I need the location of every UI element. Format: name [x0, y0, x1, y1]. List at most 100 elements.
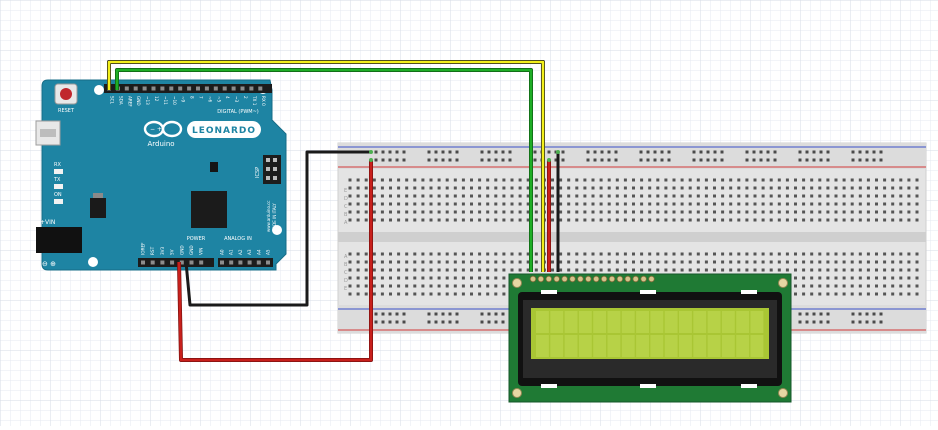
lcd-pin[interactable] [616, 275, 624, 283]
digital-pin[interactable] [133, 86, 138, 91]
lcd-pin[interactable] [648, 275, 655, 283]
rail-hole [706, 158, 710, 162]
breadboard-hole [704, 252, 708, 256]
breadboard-hole [502, 210, 506, 214]
breadboard-hole [858, 284, 862, 288]
breadboard-hole [680, 178, 684, 182]
breadboard-hole [494, 178, 498, 182]
breadboard-hole [429, 218, 433, 222]
breadboard-hole [510, 202, 514, 206]
breadboard-hole [753, 260, 757, 264]
breadboard-hole [405, 186, 409, 190]
lcd-pin[interactable] [624, 275, 631, 283]
rail-hole [374, 320, 378, 324]
breadboard-hole [599, 194, 603, 198]
digital-pin[interactable] [231, 86, 236, 91]
power-pin[interactable] [150, 260, 155, 265]
rail-hole [614, 150, 618, 154]
power-pin[interactable] [220, 260, 224, 265]
lcd-pin[interactable] [593, 275, 600, 283]
led-label: RX [54, 162, 61, 168]
digital-pin[interactable] [187, 86, 192, 91]
power-pin[interactable] [199, 260, 204, 265]
lcd-pin[interactable] [632, 275, 639, 283]
lcd-pin[interactable] [585, 275, 592, 283]
lcd-pin[interactable] [545, 275, 552, 283]
digital-pin[interactable] [151, 86, 156, 91]
power-pin[interactable] [141, 260, 145, 265]
lcd-pin[interactable] [640, 275, 647, 283]
power-pin[interactable] [229, 260, 234, 265]
digital-pin[interactable] [258, 86, 263, 91]
breadboard-hole [421, 252, 425, 256]
lcd-pin[interactable] [608, 275, 616, 283]
digital-pin[interactable] [204, 86, 209, 91]
rail-hole [713, 150, 717, 154]
breadboard-hole [470, 210, 473, 214]
digital-pin[interactable] [222, 86, 227, 91]
breadboard-hole [389, 186, 392, 190]
lcd-cell [536, 311, 549, 333]
lcd-pin[interactable] [553, 275, 560, 283]
rail-hole [434, 150, 438, 154]
digital-pin[interactable] [142, 86, 147, 91]
rail-hole [872, 158, 876, 162]
lcd-pin[interactable] [529, 275, 537, 283]
breadboard-hole [640, 186, 644, 190]
power-pin[interactable] [189, 260, 194, 265]
breadboard-hole [461, 202, 465, 206]
lcd-pin[interactable] [537, 275, 545, 283]
power-pin[interactable] [256, 260, 261, 265]
breadboard-hole [713, 178, 716, 182]
lcd-cell [650, 311, 664, 333]
lcd-pin[interactable] [561, 275, 568, 283]
digital-pin[interactable] [160, 86, 165, 91]
breadboard-hole [802, 218, 806, 222]
breadboard-hole [696, 218, 700, 222]
breadboard-hole [802, 260, 806, 264]
breadboard-hole [486, 252, 490, 256]
breadboard-hole [915, 178, 919, 182]
power-pin[interactable] [247, 260, 252, 265]
breadboard-hole [769, 252, 773, 256]
digital-pin[interactable] [249, 86, 254, 91]
rail-hole [639, 158, 643, 162]
breadboard-hole [875, 252, 878, 256]
lcd-pin[interactable] [577, 275, 584, 283]
digital-pin[interactable] [169, 86, 174, 91]
breadboard-hole [623, 260, 627, 264]
breadboard-hole [348, 186, 352, 190]
wire-black-gnd[interactable] [184, 150, 371, 307]
digital-pin[interactable] [124, 86, 129, 91]
digital-pin-label: RX 0 [261, 96, 266, 106]
row-letter: A [344, 254, 348, 260]
power-pin[interactable] [179, 260, 184, 265]
digital-pin[interactable] [213, 86, 218, 91]
digital-pin-label: ~10 [172, 96, 177, 105]
breadboard-hole [883, 252, 887, 256]
breadboard-hole [810, 218, 814, 222]
digital-pin[interactable] [196, 86, 200, 91]
power-pin[interactable] [160, 260, 165, 265]
breadboard-hole [818, 284, 822, 288]
breadboard-hole [575, 268, 579, 272]
breadboard-hole [421, 186, 425, 190]
breadboard-hole [721, 210, 725, 214]
breadboard-hole [713, 210, 716, 214]
power-pin[interactable] [238, 260, 243, 265]
breadboard-hole [721, 186, 725, 190]
power-pin[interactable] [170, 260, 175, 265]
lcd-mount-hole-icon [778, 388, 788, 398]
breadboard-hole [899, 202, 903, 206]
breadboard-hole [478, 292, 482, 296]
rail-hole [692, 150, 696, 154]
digital-pin[interactable] [240, 86, 245, 91]
breadboard-hole [875, 210, 878, 214]
lcd-pin[interactable] [569, 275, 576, 283]
digital-pin[interactable] [178, 86, 183, 91]
rail-hole [798, 150, 802, 154]
rail-hole [381, 158, 385, 162]
power-pin[interactable] [266, 260, 270, 265]
lcd-pin[interactable] [600, 275, 608, 283]
breadboard-hole [899, 218, 903, 222]
